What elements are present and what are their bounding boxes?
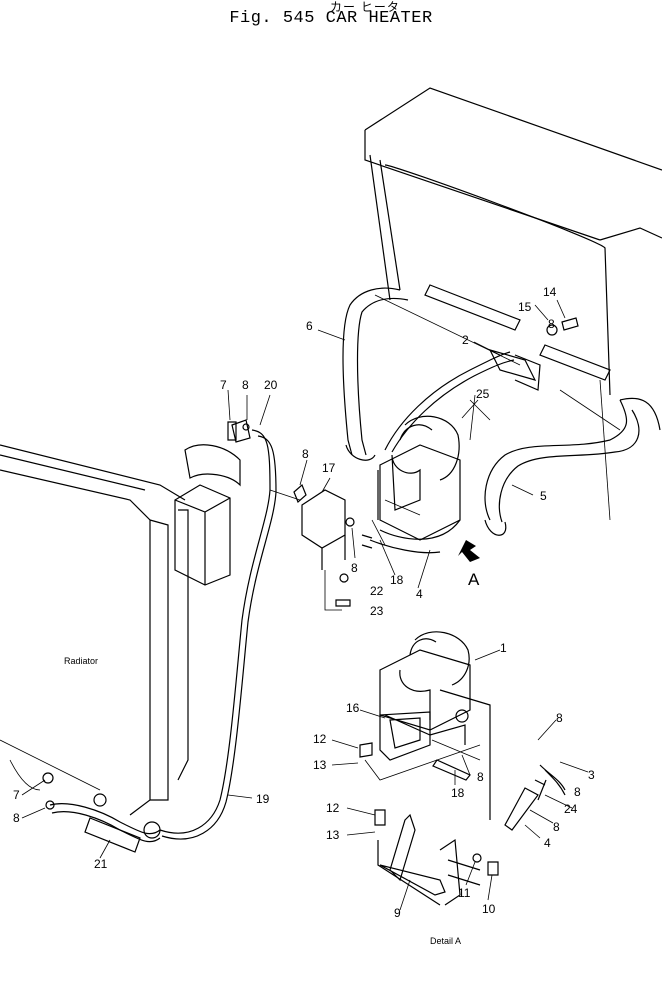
view-arrow-label: A — [468, 570, 480, 589]
valve-17 — [301, 489, 351, 611]
callout-13-a: 13 — [313, 758, 327, 772]
callout-3: 3 — [588, 768, 595, 782]
callout-2: 2 — [462, 333, 469, 347]
hose-19-20 — [159, 419, 301, 840]
detail-a-label: Detail A — [430, 936, 461, 946]
callout-4-detail: 4 — [544, 836, 551, 850]
callout-5: 5 — [540, 489, 547, 503]
callout-8-d: 8 — [548, 317, 555, 331]
hose-6 — [342, 287, 409, 461]
callout-9: 9 — [394, 906, 401, 920]
japanese-title: カー ヒータ — [330, 0, 400, 14]
callout-16: 16 — [346, 701, 360, 715]
callout-22: 22 — [370, 584, 384, 598]
callout-4-top: 4 — [416, 587, 423, 601]
callout-6: 6 — [306, 319, 313, 333]
callout-12-a: 12 — [313, 732, 327, 746]
callout-18-detail: 18 — [451, 786, 465, 800]
view-arrow-a: A — [458, 540, 480, 589]
leader-lines — [21, 299, 589, 911]
pipes-18-4 — [361, 519, 461, 554]
radiator — [0, 444, 241, 816]
callout-17: 17 — [322, 461, 336, 475]
callout-1: 1 — [500, 641, 507, 655]
figure-title: Fig. 545 CAR HEATER — [229, 9, 433, 28]
callout-8-b: 8 — [302, 447, 309, 461]
heater-unit — [377, 415, 461, 541]
callout-8-c: 8 — [351, 561, 358, 575]
callout-21: 21 — [94, 857, 108, 871]
detail-a — [359, 631, 566, 906]
wire-harness-25 — [384, 349, 541, 453]
fittings-top — [227, 317, 579, 527]
hose-5 — [484, 397, 661, 536]
callout-8-f: 8 — [477, 770, 484, 784]
callout-10: 10 — [482, 902, 496, 916]
cab-panel — [364, 87, 662, 521]
callout-8-g: 8 — [574, 785, 581, 799]
callout-13-b: 13 — [326, 828, 340, 842]
callout-18-top: 18 — [390, 573, 404, 587]
callout-23: 23 — [370, 604, 384, 618]
callout-11: 11 — [458, 886, 471, 900]
callout-19: 19 — [256, 792, 270, 806]
callout-7-top: 7 — [220, 378, 227, 392]
callout-8-h: 8 — [553, 820, 560, 834]
callout-12-b: 12 — [326, 801, 340, 815]
radiator-label: Radiator — [64, 656, 98, 666]
callout-8-e: 8 — [556, 711, 563, 725]
callout-24: 24 — [564, 802, 578, 816]
callout-25: 25 — [476, 387, 490, 401]
callout-7-bottom: 7 — [13, 788, 20, 802]
callout-8-bottom: 8 — [13, 811, 20, 825]
hose-21 — [42, 772, 161, 853]
callout-15: 15 — [518, 300, 532, 314]
callout-14: 14 — [543, 285, 557, 299]
callout-numbers: 1 2 3 4 4 5 6 7 7 8 8 8 8 8 8 8 8 8 9 10… — [13, 285, 595, 920]
callout-8-a: 8 — [242, 378, 249, 392]
callout-20: 20 — [264, 378, 278, 392]
